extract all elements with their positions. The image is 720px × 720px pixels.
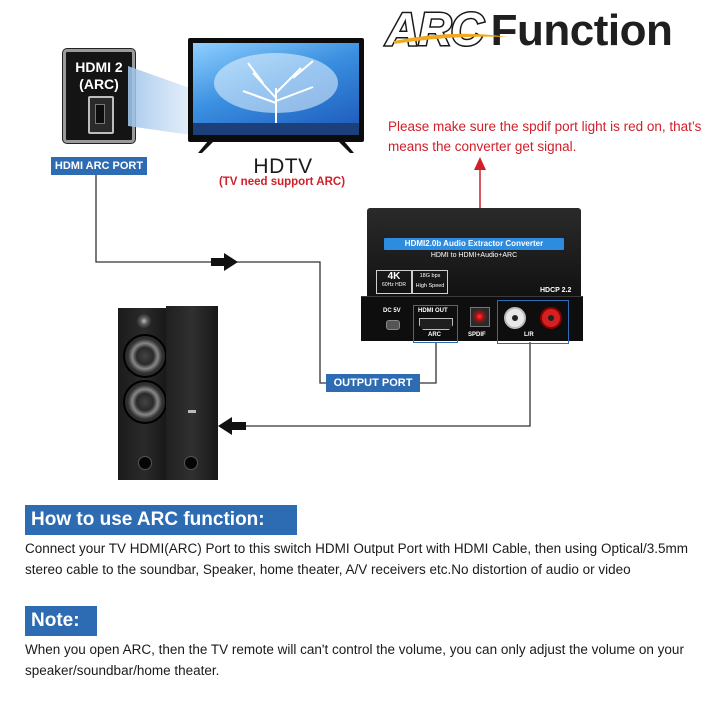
converter-box-top: [367, 208, 581, 296]
tweeter-icon: [137, 314, 151, 328]
tv-screen: [193, 43, 359, 135]
arrow-left-icon: [218, 417, 246, 435]
arc-label: ARC: [428, 332, 441, 338]
hdmi-out-label: HDMI OUT: [418, 308, 448, 314]
note-heading: Note:: [25, 606, 97, 636]
arc-port-outline: [413, 305, 458, 343]
speaker-left-image: [118, 308, 170, 480]
rca-red-jack-icon: [540, 307, 562, 329]
hdmi-cable-line: [95, 175, 326, 384]
note-text: When you open ARC, then the TV remote wi…: [25, 642, 684, 678]
badge-speed-line1: 18G bps: [419, 273, 441, 279]
rca-white-jack-icon: [504, 307, 526, 329]
hdmi-port-label: HDMI 2 (ARC): [75, 59, 123, 92]
howto-text: Connect your TV HDMI(ARC) Port to this s…: [25, 541, 688, 577]
spdif-signal-note: Please make sure the spdif port light is…: [388, 119, 702, 154]
badge-4k-label: 4K: [387, 271, 401, 282]
bass-port-icon: [138, 456, 152, 470]
title-arc-word: ARC: [385, 2, 486, 57]
title-function-word: Function: [490, 6, 673, 55]
tree-icon: [193, 53, 359, 135]
dc-label: DC 5V: [383, 308, 401, 314]
lr-port-outline: [497, 300, 569, 344]
output-port-tag: OUTPUT PORT: [326, 374, 420, 392]
title-swoosh-icon: [394, 33, 508, 44]
speaker-right-image: [166, 306, 218, 480]
badge-speed-line2: High Speed: [415, 283, 445, 289]
lr-label: L/R: [524, 332, 534, 338]
port-beam: [128, 66, 198, 136]
badge-4k: 4K 60Hz HDR: [376, 270, 412, 294]
tv-subtitle: (TV need support ARC): [218, 176, 346, 188]
badge-speed: 18G bps High Speed: [412, 270, 448, 294]
converter-subtitle: HDMI to HDMI+Audio+ARC: [430, 252, 518, 259]
dc-jack-icon: [386, 320, 400, 330]
arrow-right-icon: [211, 253, 238, 271]
hdmi-arc-port-tag: HDMI ARC PORT: [51, 157, 147, 175]
spdif-led-icon: [475, 312, 484, 321]
woofer-icon: [123, 334, 167, 378]
hdmi-arc-port-callout: HDMI 2 (ARC): [63, 49, 135, 143]
hdmi-out-port-icon: [419, 318, 453, 330]
hdcp-label: HDCP 2.2: [540, 287, 572, 294]
tv-title: HDTV: [253, 155, 313, 178]
speaker-logo: [188, 410, 196, 413]
howto-heading: How to use ARC function:: [25, 505, 297, 535]
badge-4k-sub: 60Hz HDR: [382, 282, 406, 288]
spdif-port-icon: [470, 307, 490, 327]
hdtv-image: [188, 38, 364, 142]
tv-stand-right: [338, 141, 354, 153]
converter-title: HDMI2.0b Audio Extractor Converter: [384, 238, 564, 250]
audio-cable-line: [246, 342, 531, 427]
output-to-box-line: [420, 342, 437, 384]
hdmi-socket-icon: [88, 96, 114, 134]
spdif-label: SPDIF: [468, 332, 486, 338]
bass-port-icon: [184, 456, 198, 470]
woofer-icon: [123, 380, 167, 424]
tv-stand-left: [198, 141, 214, 153]
